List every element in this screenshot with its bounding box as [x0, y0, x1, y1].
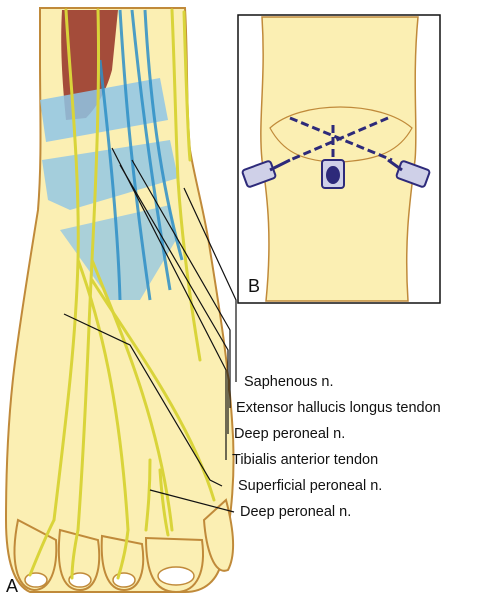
- extensor-muscle: [61, 10, 118, 120]
- leader-lines: [63, 147, 237, 513]
- label-extensor-hallucis-longus-tendon: Extensor hallucis longus tendon: [236, 400, 441, 416]
- panel-b: [237, 14, 441, 304]
- syringe-center: [321, 159, 345, 189]
- label-deep-peroneal-nerve-upper: Deep peroneal n.: [234, 426, 346, 442]
- label-tibialis-anterior-tendon: Tibialis anterior tendon: [232, 452, 379, 468]
- syringe-right: [387, 158, 431, 188]
- nerves: [28, 8, 216, 580]
- label-superficial-peroneal-nerve: Superficial peroneal n.: [238, 478, 383, 494]
- panel-b-knee-outline: [269, 106, 413, 163]
- panel-label-a: A: [6, 576, 19, 596]
- needles: [289, 116, 393, 162]
- label-saphenous-nerve: Saphenous n.: [244, 374, 334, 390]
- toenails: [24, 566, 195, 588]
- syringe-left: [241, 158, 291, 188]
- panel-label-b: B: [248, 276, 261, 296]
- foot-drawing: [4, 7, 235, 594]
- label-deep-peroneal-nerve-lower: Deep peroneal n.: [240, 504, 352, 520]
